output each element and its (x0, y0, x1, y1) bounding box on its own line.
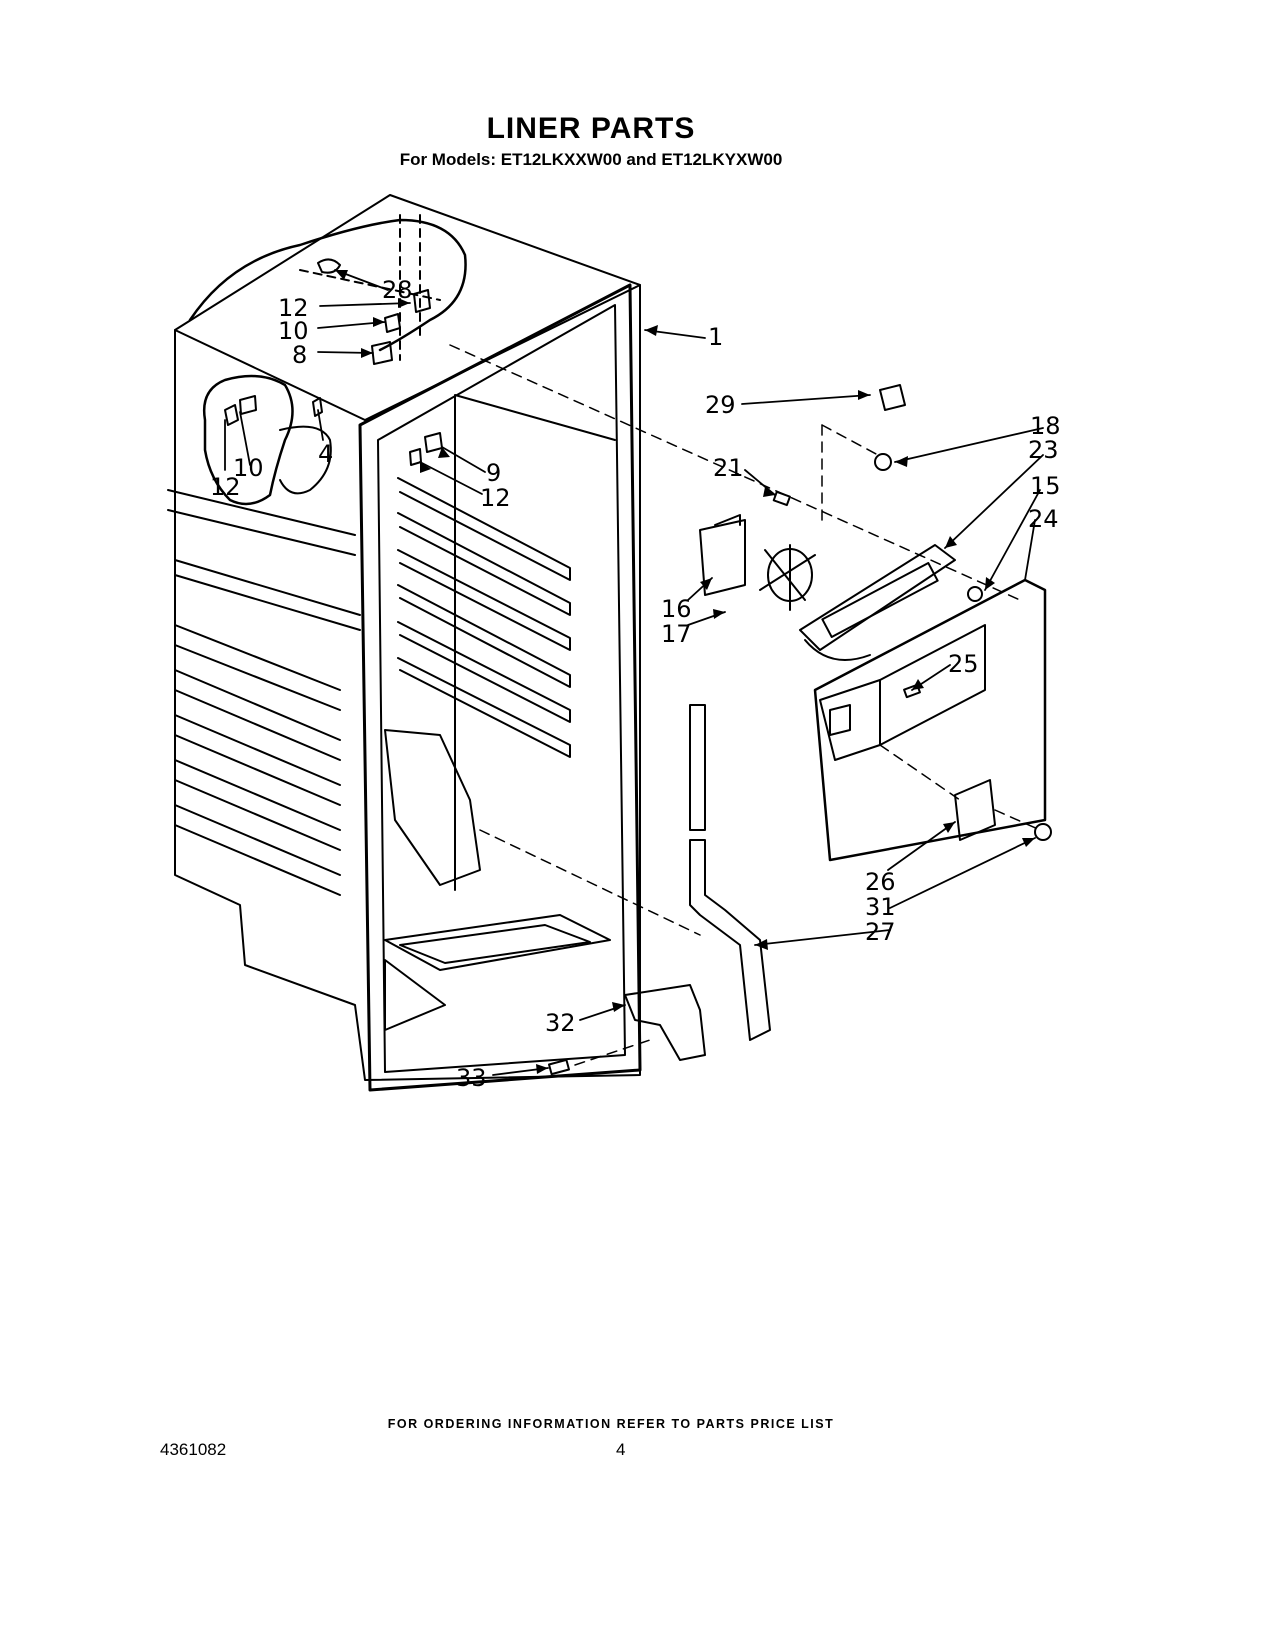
callout-27: 27 (865, 918, 896, 946)
callout-24: 24 (1028, 505, 1059, 533)
callout-21: 21 (713, 454, 744, 482)
callout-12-left: 12 (210, 473, 241, 501)
assembly-lines (449, 344, 1041, 1066)
drain-screw (548, 1058, 570, 1076)
callout-32: 32 (545, 1009, 576, 1037)
callout-12-inner: 12 (480, 484, 511, 512)
callout-23: 23 (1028, 436, 1059, 464)
cabinet-liner (167, 194, 642, 1092)
callout-16: 16 (661, 595, 692, 623)
callout-17: 17 (661, 620, 692, 648)
callout-25: 25 (948, 650, 979, 678)
callout-29: 29 (705, 391, 736, 419)
callout-28: 28 (382, 276, 413, 304)
document-number: 4361082 (160, 1440, 227, 1459)
callout-9: 9 (486, 459, 501, 487)
models-subtitle: For Models: ET12LKXXW00 and ET12LKYXW00 (399, 150, 783, 169)
callout-1: 1 (708, 323, 723, 351)
page-number: 4 (616, 1440, 626, 1459)
callout-4: 4 (318, 440, 333, 468)
fan-assembly (699, 514, 956, 661)
callout-15: 15 (1030, 472, 1061, 500)
page-title: LINER PARTS (486, 112, 696, 145)
leader-lines (224, 269, 1044, 1076)
cover-plate (954, 779, 996, 841)
callout-26: 26 (865, 868, 896, 896)
drain-trough (689, 704, 771, 1041)
ordering-note: FOR ORDERING INFORMATION REFER TO PARTS … (387, 1417, 835, 1431)
callout-12-top: 12 (278, 294, 309, 322)
callout-33: 33 (456, 1064, 487, 1092)
callout-18: 18 (1030, 412, 1061, 440)
callout-31: 31 (865, 893, 896, 921)
callout-8: 8 (292, 341, 307, 369)
arrowheads (335, 270, 1035, 1074)
evaporator-cover (813, 578, 1047, 862)
callout-10-left: 10 (233, 454, 264, 482)
callout-10-top: 10 (278, 317, 309, 345)
callout-labels: 1 28 12 10 8 4 10 12 9 12 29 18 23 15 24… (210, 276, 1061, 1092)
drain-funnel (624, 984, 706, 1061)
